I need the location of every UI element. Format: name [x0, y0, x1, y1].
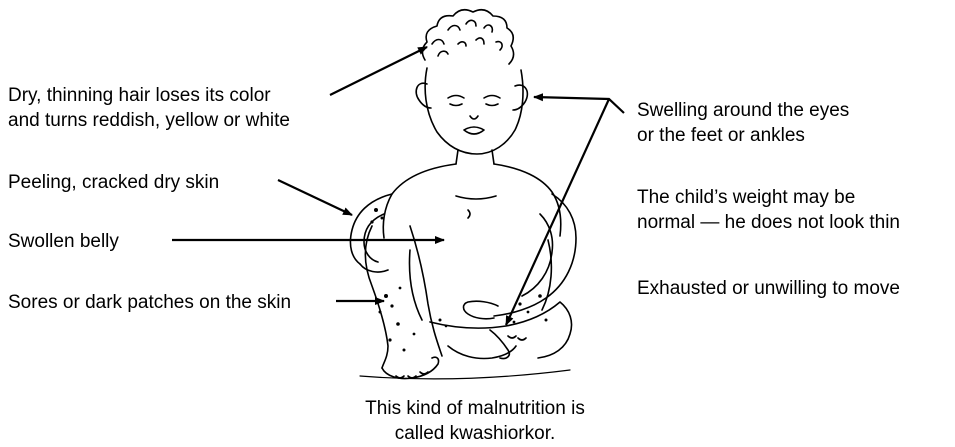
skin-label: Peeling, cracked dry skin — [8, 170, 219, 195]
weight-label-line-2: normal — he does not look thin — [637, 210, 900, 235]
hair-arrow — [330, 47, 427, 95]
eyes-arrow — [534, 97, 624, 113]
ground-line — [360, 370, 570, 379]
skin-arrow — [278, 180, 352, 215]
crossed-leg — [430, 302, 572, 359]
weight-label: The child’s weight may be normal — he do… — [637, 185, 900, 235]
swelling-label: Swelling around the eyes or the feet or … — [637, 98, 849, 148]
swelling-label-line-2: or the feet or ankles — [637, 123, 849, 148]
caption-line-1: This kind of malnutrition is — [330, 396, 620, 421]
hair-label-line-2: and turns reddish, yellow or white — [8, 108, 290, 133]
hair-label: Dry, thinning hair loses its color and t… — [8, 83, 290, 133]
left-leg — [365, 226, 442, 379]
feet-arrow — [506, 99, 609, 325]
torso — [383, 150, 560, 320]
exhausted-label: Exhausted or unwilling to move — [637, 276, 900, 301]
hair-label-line-1: Dry, thinning hair loses its color — [8, 83, 290, 108]
hair — [422, 10, 513, 64]
belly-label: Swollen belly — [8, 229, 119, 254]
swelling-label-line-1: Swelling around the eyes — [637, 98, 849, 123]
caption-line-2: called kwashiorkor. — [330, 421, 620, 446]
head — [416, 68, 527, 154]
weight-label-line-1: The child’s weight may be — [637, 185, 900, 210]
sores-label: Sores or dark patches on the skin — [8, 290, 291, 315]
left-arm — [350, 194, 392, 272]
skin-patches — [370, 208, 547, 352]
caption: This kind of malnutrition is called kwas… — [330, 396, 620, 446]
